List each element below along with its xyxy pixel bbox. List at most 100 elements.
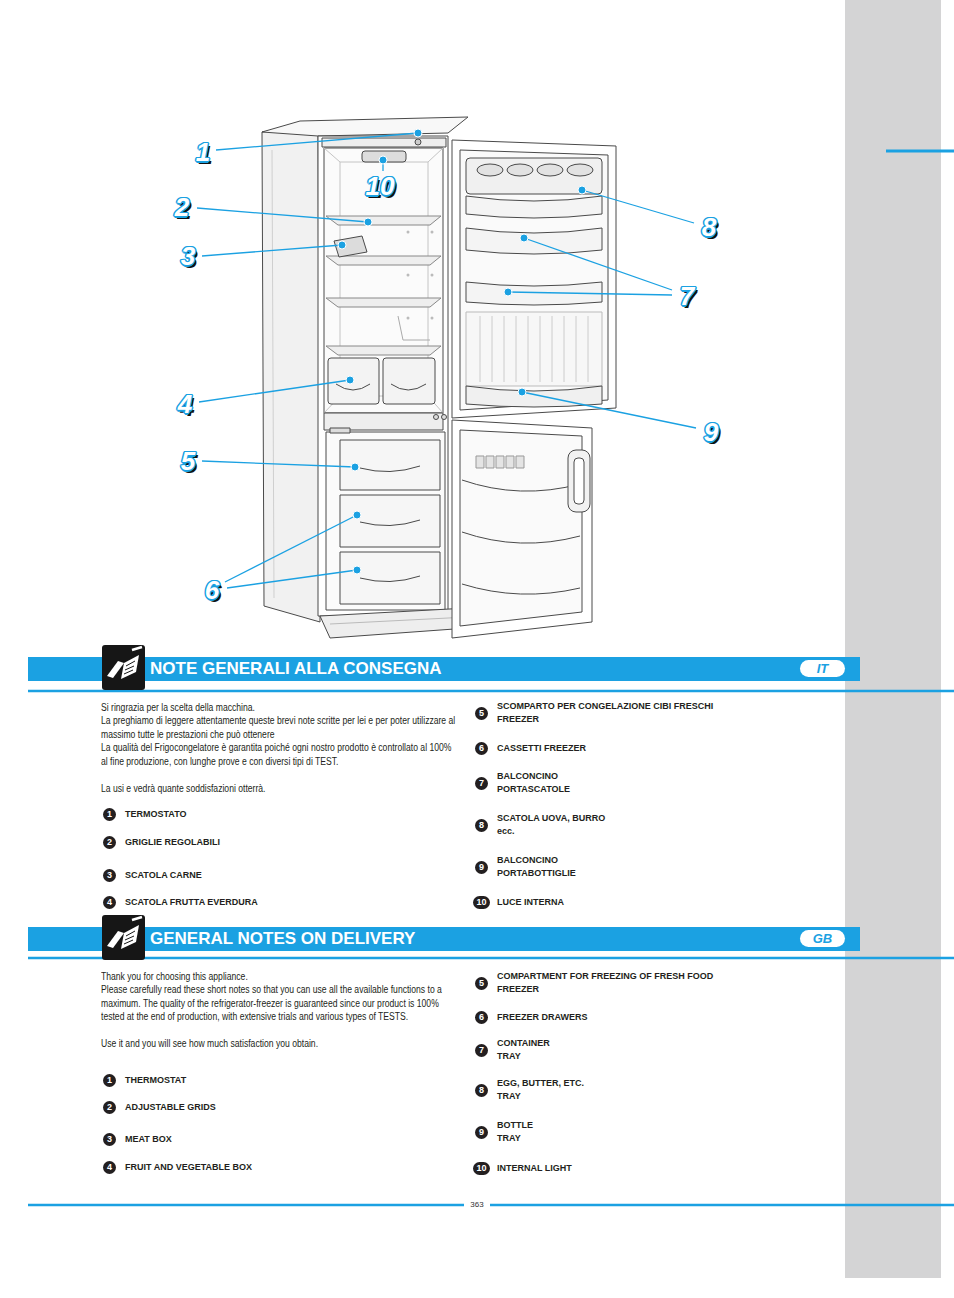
fridge-drawing bbox=[428, 148, 443, 162]
list-number: 1 bbox=[103, 808, 116, 821]
leader-line bbox=[202, 245, 342, 256]
fridge-drawing bbox=[528, 316, 529, 382]
leader-dot bbox=[351, 463, 359, 471]
part-name-holder: BALCONCINO PORTASCATOLE bbox=[497, 770, 577, 796]
list-number: 3 bbox=[103, 1133, 116, 1146]
intro-paragraph-holder: Si ringrazia per la scelta della macchin… bbox=[101, 701, 519, 714]
node-text: 7 bbox=[475, 777, 488, 790]
intro-paragraph-holder: Thank you for choosing this appliance. bbox=[101, 970, 519, 983]
fridge-drawing bbox=[328, 358, 379, 404]
fridge-drawing bbox=[552, 316, 553, 382]
fridge-drawing bbox=[466, 312, 602, 386]
part-name: SCATOLA CARNE bbox=[125, 869, 202, 882]
fridge-drawing bbox=[442, 415, 447, 420]
fridge-drawing bbox=[318, 136, 448, 616]
fridge-drawing bbox=[431, 274, 434, 277]
fridge-drawing bbox=[540, 316, 541, 382]
section-heading-band: NOTE GENERALI ALLA CONSEGNAIT bbox=[28, 657, 860, 681]
part-name-holder: TERMOSTATO bbox=[125, 808, 187, 821]
list-number: 4 bbox=[103, 896, 116, 909]
fridge-drawing bbox=[262, 117, 468, 136]
fridge-drawing bbox=[568, 450, 590, 512]
part-name: ADJUSTABLE GRIDS bbox=[125, 1101, 216, 1114]
fridge-drawing bbox=[477, 164, 593, 176]
section-heading-band: GENERAL NOTES ON DELIVERYGB bbox=[28, 927, 860, 951]
page-number-holder: 363 bbox=[464, 1200, 489, 1210]
leader-dot bbox=[346, 376, 354, 384]
leader-line bbox=[582, 190, 694, 223]
leader-line bbox=[202, 461, 355, 467]
part-name: SCOMPARTO PER CONGELAZIONE CIBI FRESCHI … bbox=[497, 700, 737, 726]
part-name-holder: EGG, BUTTER, ETC. TRAY bbox=[497, 1077, 597, 1103]
node-text: 7 bbox=[475, 1044, 488, 1057]
node-text: 10 bbox=[473, 1162, 489, 1175]
part-name: BOTTLE TRAY bbox=[497, 1119, 539, 1145]
fridge-drawing bbox=[431, 317, 434, 320]
leader-dot bbox=[353, 511, 361, 519]
node-text: IT bbox=[800, 660, 845, 677]
callout-number-holder: 6 bbox=[205, 576, 219, 604]
fridge-drawing bbox=[324, 148, 443, 413]
intro-paragraph-holder: Please carefully read these short notes … bbox=[101, 983, 519, 1023]
fridge-drawing bbox=[407, 231, 410, 234]
node-text: 1 bbox=[103, 808, 116, 821]
fridge-drawing bbox=[452, 140, 616, 418]
book-icon bbox=[132, 917, 142, 920]
fridge-drawing bbox=[262, 124, 320, 622]
part-name: GRIGLIE REGOLABILI bbox=[125, 836, 220, 849]
callout-number: 8 bbox=[702, 213, 716, 241]
part-name: MEAT BOX bbox=[125, 1133, 172, 1146]
fridge-drawing bbox=[466, 158, 602, 194]
node-text: 5 bbox=[475, 707, 488, 720]
node-text: 3 bbox=[103, 869, 116, 882]
intro-paragraph-holder: Use it and you will see how much satisfa… bbox=[101, 1037, 519, 1050]
fridge-drawing bbox=[567, 164, 593, 176]
callout-number: 1 bbox=[196, 138, 210, 166]
intro-paragraph: Si ringrazia per la scelta della macchin… bbox=[101, 701, 460, 714]
leader-dot bbox=[504, 288, 512, 296]
callout-number-holder: 4 bbox=[178, 390, 192, 418]
fridge-drawing bbox=[360, 520, 420, 526]
node-text: NOTE GENERALI ALLA CONSEGNA bbox=[28, 657, 860, 681]
fridge-drawing bbox=[324, 148, 340, 162]
list-number: 4 bbox=[103, 1161, 116, 1174]
part-name-holder: BALCONCINO PORTABOTTIGLIE bbox=[497, 854, 585, 880]
fridge-drawing bbox=[588, 316, 589, 382]
list-number: 3 bbox=[103, 869, 116, 882]
part-name-holder: CONTAINER TRAY bbox=[497, 1037, 555, 1063]
node-text: 9 bbox=[475, 861, 488, 874]
fridge-drawing bbox=[462, 584, 580, 594]
list-number: 1 bbox=[103, 1074, 116, 1087]
part-name: COMPARTMENT FOR FREEZING OF FRESH FOOD F… bbox=[497, 970, 732, 996]
part-name-holder: LUCE INTERNA bbox=[497, 896, 564, 909]
node-text: 10 bbox=[473, 896, 489, 909]
fridge-drawing bbox=[452, 420, 592, 638]
fridge-drawing bbox=[462, 532, 580, 543]
part-name: SCATOLA FRUTTA EVERDURA bbox=[125, 896, 258, 909]
part-name-holder: BOTTLE TRAY bbox=[497, 1119, 539, 1145]
list-number: 7 bbox=[475, 1044, 488, 1057]
part-name-holder: SCATOLA UOVA, BURRO ecc. bbox=[497, 812, 609, 838]
fridge-drawing bbox=[576, 316, 577, 382]
node-text: 4 bbox=[103, 896, 116, 909]
leader-dot bbox=[338, 241, 346, 249]
part-name-holder: THERMOSTAT bbox=[125, 1074, 186, 1087]
leader-dot bbox=[578, 186, 586, 194]
rule-line bbox=[28, 690, 954, 693]
fridge-drawing bbox=[415, 139, 421, 145]
node-text: 2 bbox=[103, 836, 116, 849]
leader-dot bbox=[518, 388, 526, 396]
fridge-drawing bbox=[462, 480, 580, 491]
callout-number: 2 bbox=[175, 193, 189, 221]
intro-paragraph: Thank you for choosing this appliance. bbox=[101, 970, 460, 983]
leader-dot bbox=[414, 129, 422, 137]
list-number: 5 bbox=[475, 707, 488, 720]
part-name-holder: COMPARTMENT FOR FREEZING OF FRESH FOOD F… bbox=[497, 970, 732, 996]
leader-dot bbox=[520, 234, 528, 242]
intro-paragraph: Use it and you will see how much satisfa… bbox=[101, 1037, 460, 1050]
fridge-drawing bbox=[516, 456, 524, 468]
fridge-drawing bbox=[383, 358, 435, 404]
fridge-drawing bbox=[391, 384, 426, 390]
part-name-holder: GRIGLIE REGOLABILI bbox=[125, 836, 220, 849]
callout-number-holder: 3 bbox=[181, 242, 195, 270]
